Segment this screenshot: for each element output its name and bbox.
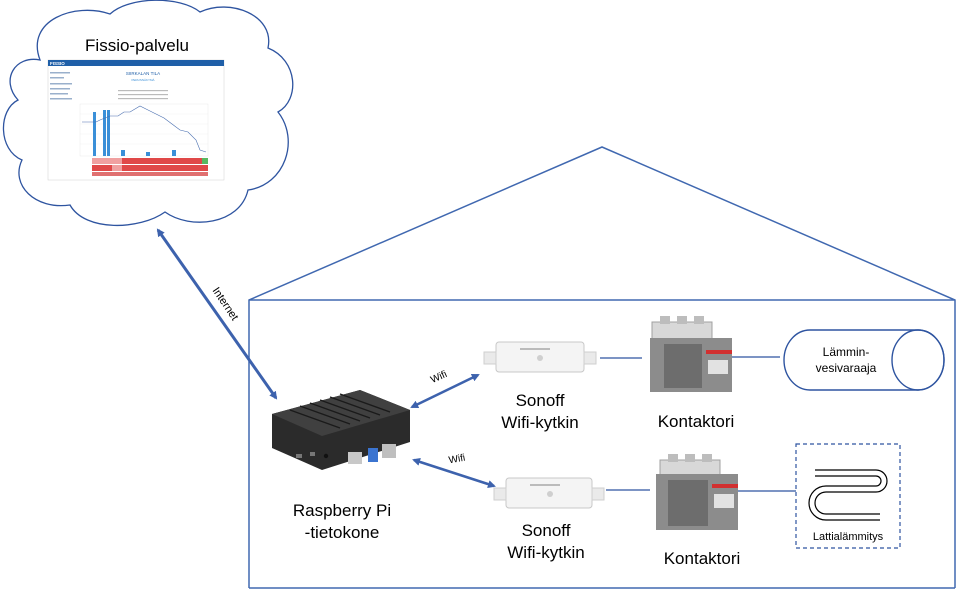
floor-heating-label: Lattialämmitys <box>812 531 884 543</box>
sonoff-bottom-device <box>493 477 605 509</box>
internet-arrow <box>156 228 278 400</box>
raspberry-label: Raspberry Pi -tietokone <box>282 500 402 544</box>
contactor-bottom-label: Kontaktori <box>663 549 741 568</box>
raspberry-pi-device <box>272 390 410 470</box>
sonoff-bottom-label-line2: Wifi-kytkin <box>507 543 585 562</box>
water-heater-shape <box>783 329 945 391</box>
sonoff-top-label-line1: Sonoff <box>515 391 565 410</box>
sonoff-top-device <box>483 341 597 373</box>
floor-heating-shape <box>795 443 901 549</box>
contactor-bottom-device <box>656 454 738 530</box>
raspberry-label-line1: Raspberry Pi <box>292 501 392 520</box>
screen-heading: SIIRKALAN TILA <box>126 71 160 76</box>
contactor-top-device <box>650 316 732 392</box>
wifi-arrow-top <box>410 373 480 409</box>
water-heater-label-line2: vesivaraaja <box>815 361 877 375</box>
sonoff-bottom-label-line1: Sonoff <box>521 521 571 540</box>
cloud-title: Fissio-palvelu <box>85 36 189 55</box>
fissio-screenshot: FISSIO SIIRKALAN TILA PERUSNÄKYMÄ <box>47 59 225 181</box>
raspberry-label-line2: -tietokone <box>304 523 380 542</box>
sonoff-bottom-label: Sonoff Wifi-kytkin <box>486 520 606 564</box>
water-heater-label: Lämmin- vesivaraaja <box>796 344 896 376</box>
screen-brand: FISSIO <box>50 61 65 66</box>
contactor-top-label: Kontaktori <box>657 412 735 431</box>
wifi-arrow-bottom <box>412 458 496 488</box>
water-heater-label-line1: Lämmin- <box>822 345 870 359</box>
screen-subheading: PERUSNÄKYMÄ <box>131 78 154 82</box>
sonoff-top-label-line2: Wifi-kytkin <box>501 413 579 432</box>
sonoff-top-label: Sonoff Wifi-kytkin <box>480 390 600 434</box>
